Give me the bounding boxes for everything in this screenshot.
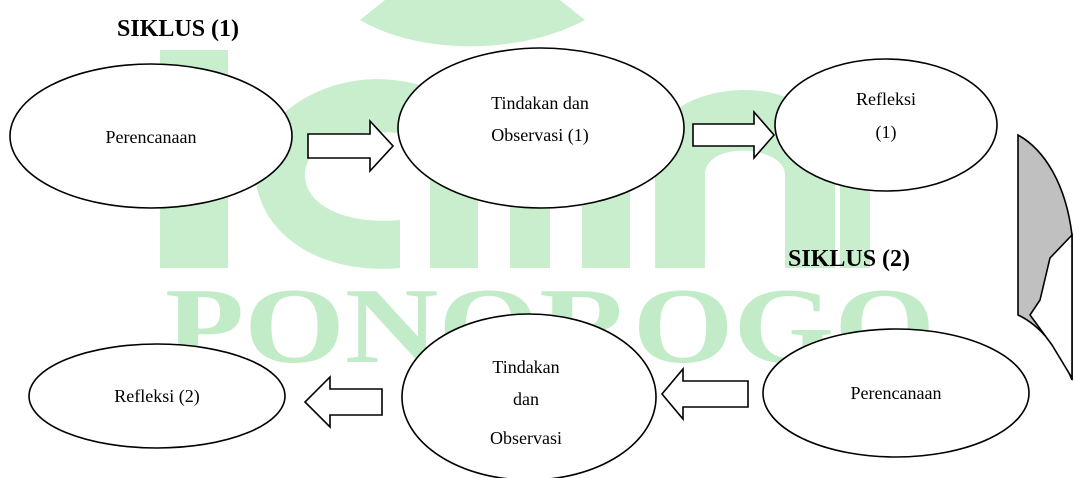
refleksi-1-node (774, 58, 998, 192)
arrow-tindakan-to-refleksi-1 (692, 109, 776, 161)
siklus-1-title: SIKLUS (1) (117, 16, 239, 42)
tindakan-observasi-2-node (401, 313, 657, 478)
siklus-2-title: SIKLUS (2) (788, 246, 910, 272)
perencanaan-1-node (9, 63, 293, 209)
tindakan-observasi-1-label-line2: Observasi (1) (491, 125, 588, 146)
curved-arrow-siklus-transition (1017, 133, 1073, 381)
perencanaan-1-label: Perencanaan (106, 127, 197, 147)
refleksi-1-label-line1: Refleksi (856, 89, 916, 109)
arrow-tindakan-to-refleksi-2 (303, 375, 383, 429)
tindakan-observasi-2-label-line1: Tindakan (492, 357, 559, 377)
tindakan-observasi-1-label-line1: Tindakan dan (491, 93, 589, 113)
refleksi-2-label: Refleksi (2) (114, 386, 199, 407)
watermark-logo-crescent (360, 0, 585, 47)
arrow-perencanaan-to-tindakan-1 (307, 118, 395, 174)
curved-arrow-head (1029, 233, 1073, 381)
arrow-perencanaan-to-tindakan-2 (660, 366, 749, 422)
refleksi-1-label-line2: (1) (876, 122, 897, 143)
tindakan-observasi-2-label-line2: dan (513, 389, 539, 409)
watermark-logo-c-shape (254, 79, 420, 269)
tindakan-observasi-1-node (397, 47, 685, 209)
tindakan-observasi-2-label-line3: Observasi (490, 428, 562, 448)
refleksi-2-node (28, 343, 286, 449)
perencanaan-2-node (762, 328, 1030, 458)
perencanaan-2-label: Perencanaan (851, 383, 942, 403)
